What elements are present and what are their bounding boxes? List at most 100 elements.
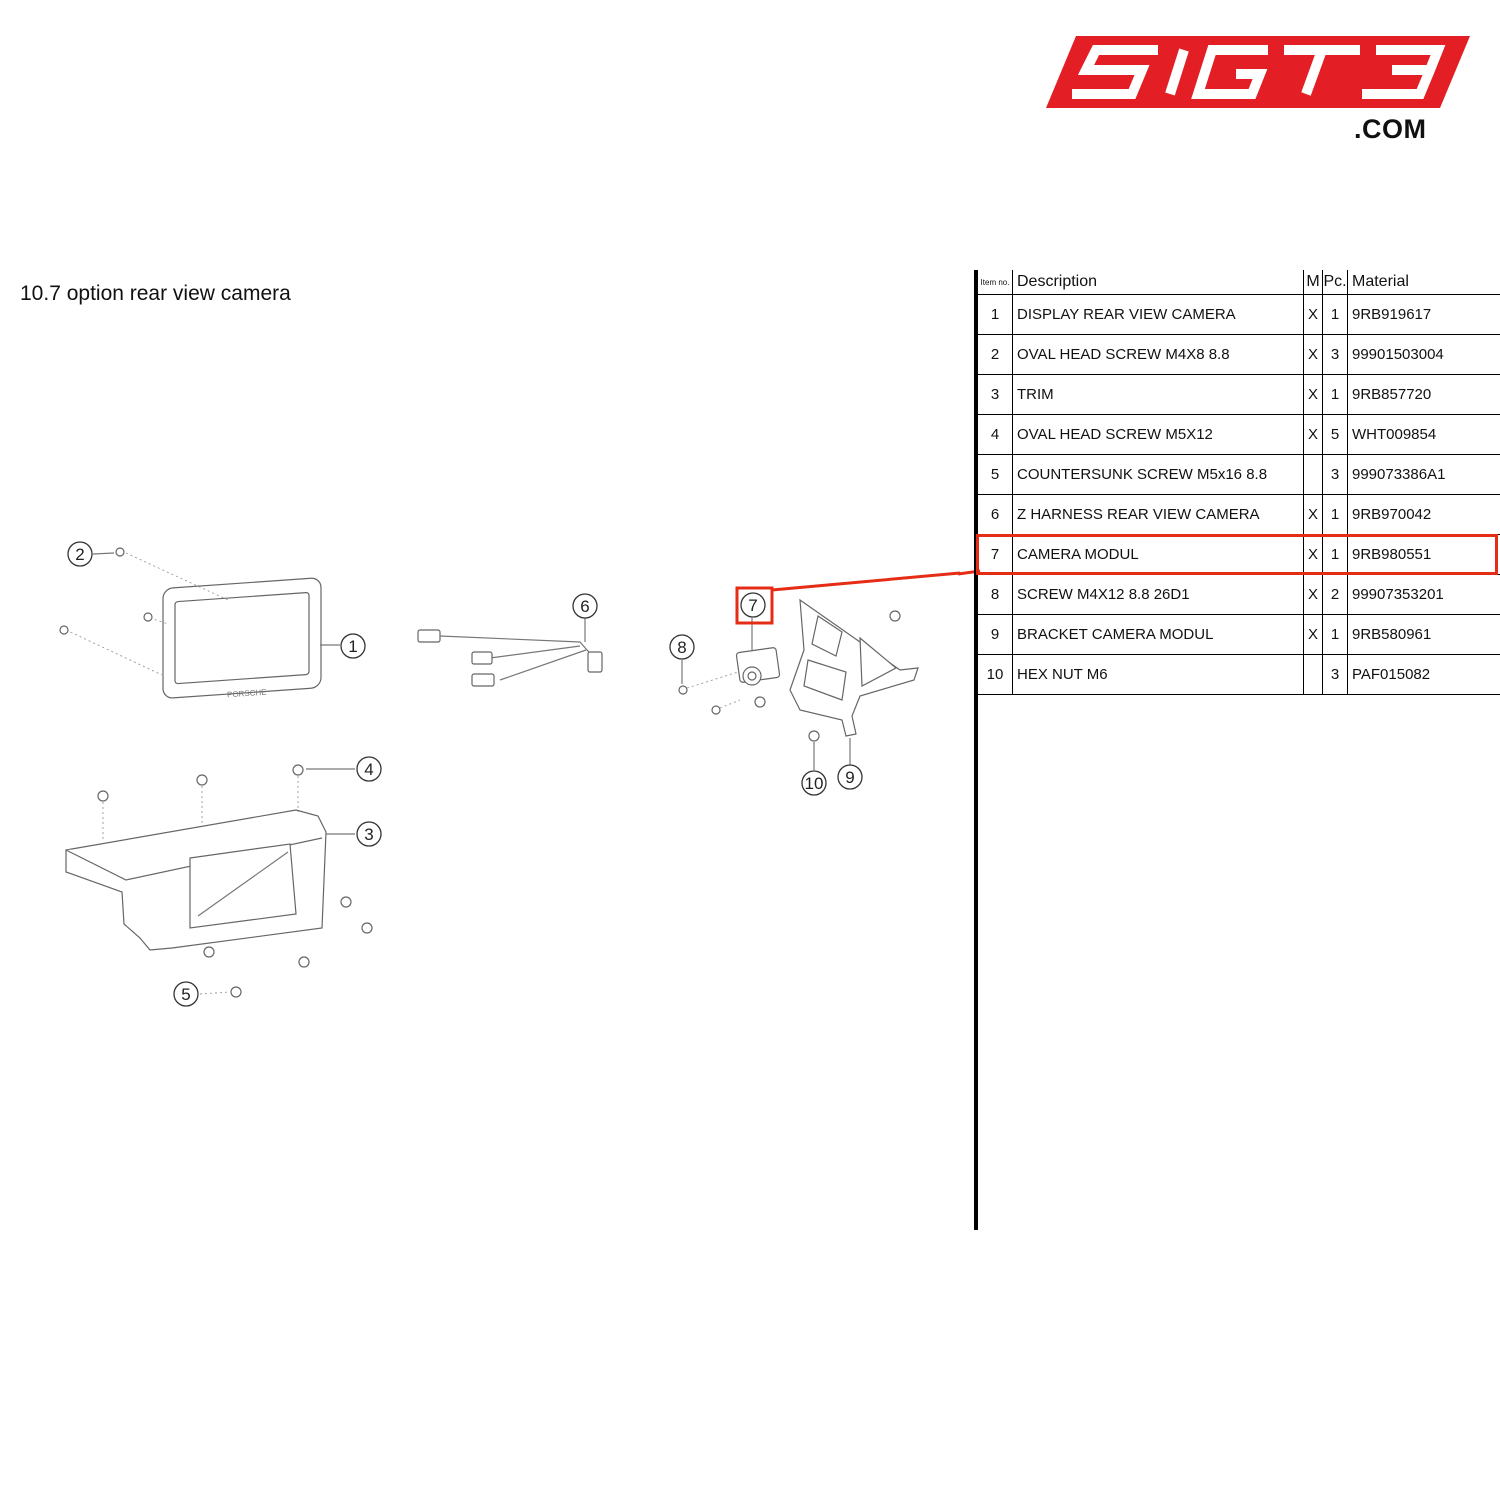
callout-6[interactable]: 6 [572, 593, 598, 619]
cell-item-no: 3 [978, 374, 1013, 415]
svg-text:6: 6 [580, 597, 589, 616]
cell-m [1303, 454, 1323, 495]
screw-icon [115, 547, 125, 557]
page-title: 10.7 option rear view camera [20, 282, 291, 305]
cell-item-no: 2 [978, 334, 1013, 375]
table-row[interactable]: 3 TRIM X 1 9RB857720 [978, 374, 1500, 415]
cell-pc: 1 [1322, 614, 1348, 655]
logo-domain-suffix: .COM [1354, 114, 1427, 144]
callout-7-highlight [735, 586, 774, 625]
cell-m: X [1303, 294, 1323, 335]
cell-material[interactable]: PAF015082 [1347, 654, 1500, 695]
callout-8[interactable]: 8 [669, 634, 695, 660]
cell-m: X [1303, 414, 1323, 455]
sigt3-logo[interactable] [1046, 36, 1470, 144]
cell-material[interactable]: 9RB580961 [1347, 614, 1500, 655]
cell-description: Z HARNESS REAR VIEW CAMERA [1012, 494, 1304, 535]
display-brand-text: PORSCHE [227, 688, 267, 700]
cell-description: OVAL HEAD SCREW M4X8 8.8 [1012, 334, 1304, 375]
cell-m: X [1303, 574, 1323, 615]
cell-m: X [1303, 494, 1323, 535]
cell-pc: 2 [1322, 574, 1348, 615]
cell-m [1303, 654, 1323, 695]
cell-pc: 3 [1322, 654, 1348, 695]
callout-10[interactable]: 10 [801, 770, 827, 796]
cell-material[interactable]: 9RB970042 [1347, 494, 1500, 535]
callout-7[interactable]: 7 [740, 592, 766, 618]
header-m: M [1303, 270, 1323, 295]
table-row[interactable]: 9 BRACKET CAMERA MODUL X 1 9RB580961 [978, 614, 1500, 655]
cell-item-no: 10 [978, 654, 1013, 695]
cell-pc: 1 [1322, 374, 1348, 415]
nuts-10 [754, 610, 901, 742]
table-row[interactable]: 5 COUNTERSUNK SCREW M5x16 8.8 3 99907338… [978, 454, 1500, 495]
bracket-part [789, 598, 919, 737]
cell-material[interactable]: 99901503004 [1347, 334, 1500, 375]
cell-description: TRIM [1012, 374, 1304, 415]
callout-3[interactable]: 3 [356, 821, 382, 847]
cell-material[interactable]: 99907353201 [1347, 574, 1500, 615]
trim-part [65, 809, 327, 951]
callout-9[interactable]: 9 [837, 764, 863, 790]
cell-item-no: 6 [978, 494, 1013, 535]
header-pc: Pc. [1322, 270, 1348, 295]
harness-part [417, 629, 603, 687]
screw-icon [143, 612, 153, 622]
svg-text:3: 3 [364, 825, 373, 844]
camera-module-part [735, 647, 781, 686]
cell-item-no: 7 [978, 534, 1013, 575]
svg-text:7: 7 [748, 596, 757, 615]
cell-description: COUNTERSUNK SCREW M5x16 8.8 [1012, 454, 1304, 495]
table-row[interactable]: 10 HEX NUT M6 3 PAF015082 [978, 654, 1500, 695]
cell-item-no: 1 [978, 294, 1013, 335]
cell-pc: 1 [1322, 494, 1348, 535]
table-row[interactable]: 4 OVAL HEAD SCREW M5X12 X 5 WHT009854 [978, 414, 1500, 455]
svg-text:2: 2 [75, 545, 84, 564]
cell-description: OVAL HEAD SCREW M5X12 [1012, 414, 1304, 455]
svg-text:5: 5 [181, 985, 190, 1004]
svg-text:9: 9 [845, 768, 854, 787]
table-header-row: Item no. Description M Pc. Material [978, 270, 1500, 295]
display-part: PORSCHE [162, 577, 322, 700]
callout-5[interactable]: 5 [173, 981, 199, 1007]
callout-4[interactable]: 4 [356, 756, 382, 782]
screws-4 [97, 764, 373, 934]
highlight-connector-line [771, 571, 960, 592]
cell-m: X [1303, 374, 1323, 415]
table-left-rule [974, 270, 978, 1230]
cell-description: SCREW M4X12 8.8 26D1 [1012, 574, 1304, 615]
cell-m: X [1303, 614, 1323, 655]
table-row[interactable]: 8 SCREW M4X12 8.8 26D1 X 2 99907353201 [978, 574, 1500, 615]
svg-text:10: 10 [805, 774, 824, 793]
screws-8 [678, 671, 741, 715]
cell-pc: 1 [1322, 294, 1348, 335]
cell-description: DISPLAY REAR VIEW CAMERA [1012, 294, 1304, 335]
cell-pc: 3 [1322, 334, 1348, 375]
table-row-highlighted[interactable]: 7 CAMERA MODUL X 1 9RB980551 [978, 534, 1500, 575]
callout-2[interactable]: 2 [67, 541, 93, 567]
cell-material[interactable]: 9RB919617 [1347, 294, 1500, 335]
callout-1[interactable]: 1 [340, 633, 366, 659]
cell-item-no: 8 [978, 574, 1013, 615]
cell-material[interactable]: WHT009854 [1347, 414, 1500, 455]
cell-item-no: 4 [978, 414, 1013, 455]
table-row[interactable]: 1 DISPLAY REAR VIEW CAMERA X 1 9RB919617 [978, 294, 1500, 335]
cell-pc: 5 [1322, 414, 1348, 455]
parts-table: Item no. Description M Pc. Material 1 DI… [978, 270, 1500, 695]
cell-m: X [1303, 334, 1323, 375]
svg-text:1: 1 [348, 637, 357, 656]
cell-material[interactable]: 9RB857720 [1347, 374, 1500, 415]
svg-text:4: 4 [364, 760, 373, 779]
screw-icon [59, 625, 69, 635]
header-item-no: Item no. [978, 270, 1013, 295]
svg-text:8: 8 [677, 638, 686, 657]
cell-description: HEX NUT M6 [1012, 654, 1304, 695]
cell-material[interactable]: 9RB980551 [1347, 534, 1500, 575]
cell-material[interactable]: 999073386A1 [1347, 454, 1500, 495]
header-description: Description [1012, 270, 1304, 295]
table-row[interactable]: 6 Z HARNESS REAR VIEW CAMERA X 1 9RB9700… [978, 494, 1500, 535]
exploded-parts-diagram: .ln { stroke:#777; stroke-width:1.2; fil… [59, 541, 960, 1007]
cell-item-no: 9 [978, 614, 1013, 655]
screws-5 [199, 946, 310, 998]
table-row[interactable]: 2 OVAL HEAD SCREW M4X8 8.8 X 3 999015030… [978, 334, 1500, 375]
